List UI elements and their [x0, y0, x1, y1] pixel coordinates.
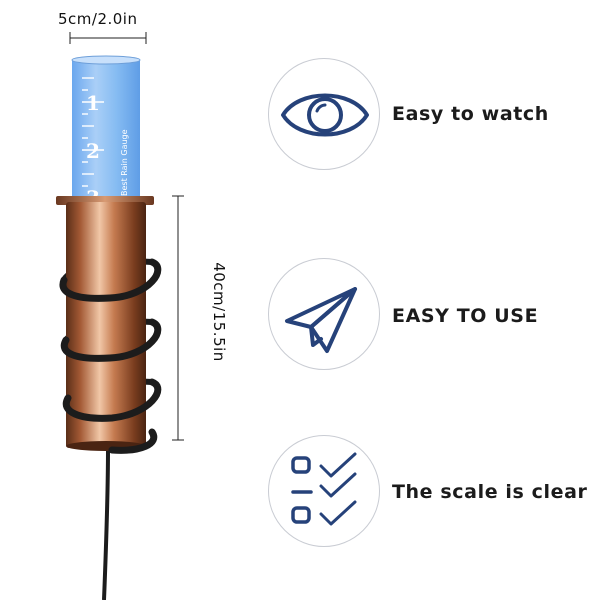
- scale-number-2: 2: [86, 139, 100, 163]
- feature-label-scale: The scale is clear: [392, 481, 588, 503]
- width-label: 5cm/2.0in: [58, 10, 138, 28]
- tube-scale-ticks: [82, 77, 104, 199]
- tube-brand-text: Best Rain Gauge: [120, 129, 129, 196]
- scale-number-1: 1: [86, 91, 100, 115]
- ground-stake: [102, 447, 110, 600]
- height-dimension-line: [172, 195, 184, 441]
- feature-plane-circle: [268, 258, 380, 370]
- feature-label-use: EASY TO USE: [392, 305, 539, 327]
- checklist-icon: [291, 452, 357, 526]
- tube-top: [71, 55, 141, 65]
- height-label-wrap: 40cm/15.5in: [210, 192, 228, 432]
- eye-icon: [281, 93, 369, 137]
- height-label: 40cm/15.5in: [210, 262, 228, 362]
- copper-holder: [66, 202, 146, 448]
- coil-front: [59, 258, 162, 454]
- width-dimension-line: [69, 32, 147, 44]
- feature-checklist-circle: [268, 435, 380, 547]
- measuring-tube: [72, 58, 140, 200]
- feature-label-watch: Easy to watch: [392, 103, 549, 125]
- feature-eye-circle: [268, 58, 380, 170]
- paper-plane-icon: [285, 287, 357, 353]
